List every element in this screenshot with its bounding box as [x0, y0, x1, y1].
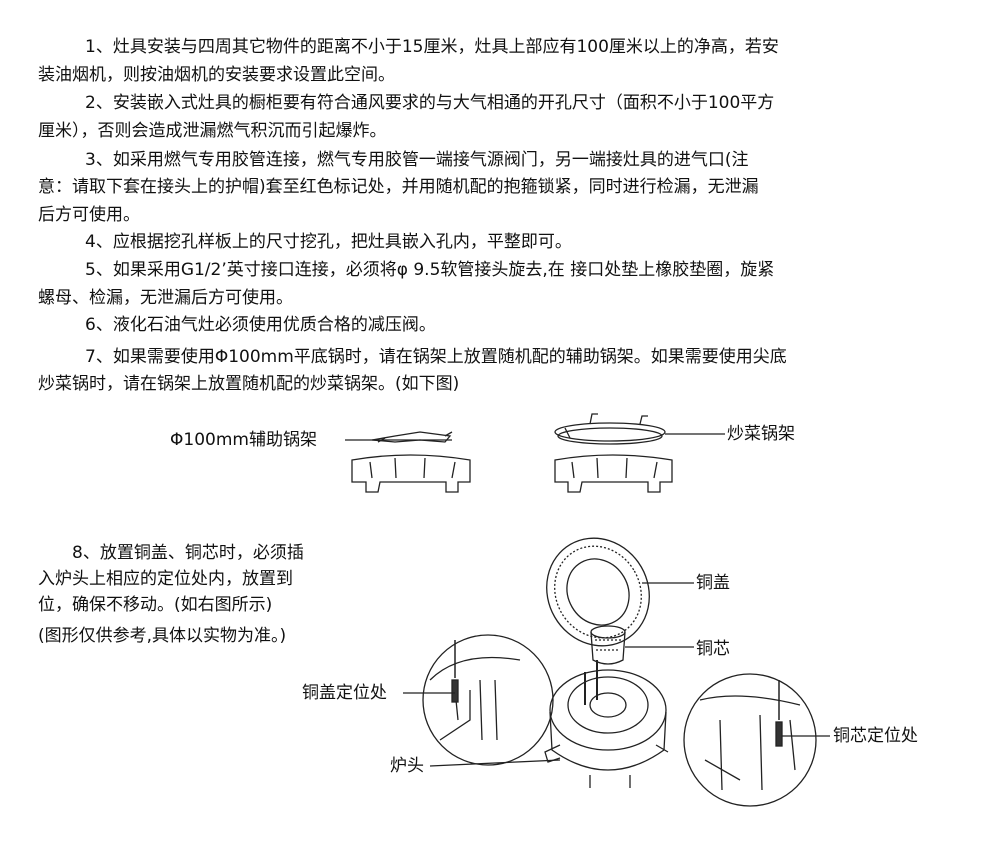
- core-locator-detail: [683, 673, 817, 807]
- burner-rack-left: [351, 454, 471, 493]
- section8-line-3: 位，确保不移动。(如右图所示): [38, 595, 273, 615]
- cap-locator-label: 铜盖定位处: [302, 683, 387, 703]
- section8-line-1: 8、放置铜盖、铜芯时，必须插: [72, 543, 304, 563]
- para-1-line-1: 1、灶具安装与四周其它物件的距离不小于15厘米，灶具上部应有100厘米以上的净高…: [85, 37, 779, 57]
- para-1-line-2: 装油烟机，则按油烟机的安装要求设置此空间。: [38, 65, 395, 85]
- section8-line-2: 入炉头上相应的定位处内，放置到: [38, 569, 293, 589]
- wok-rack-label: 炒菜锅架: [727, 424, 795, 444]
- para-4-line-1: 4、应根据挖孔样板上的尺寸挖孔，把灶具嵌入孔内，平整即可。: [85, 232, 572, 252]
- para-2-line-2: 厘米），否则会造成泄漏燃气积沉而引起爆炸。: [38, 121, 387, 141]
- burner-head-label: 炉头: [390, 756, 424, 776]
- para-7-line-2: 炒菜锅时，请在锅架上放置随机配的炒菜锅架。(如下图): [38, 374, 460, 394]
- copper-core-drawing: [590, 625, 626, 665]
- para-5-line-2: 螺母、检漏，无泄漏后方可使用。: [38, 288, 293, 308]
- wok-rack-drawing: [554, 413, 666, 445]
- aux-rack-label: Φ100mm辅助锅架: [170, 430, 317, 450]
- para-5-line-1: 5、如果采用G1/2’英寸接口连接，必须将φ 9.5软管接头旋去,在 接口处垫上…: [85, 260, 775, 280]
- burner-rack-right: [554, 454, 673, 493]
- section8-line-4: (图形仅供参考,具体以实物为准。): [38, 626, 287, 646]
- burner-leader-line: [429, 759, 561, 767]
- cap-locator-detail: [422, 634, 554, 766]
- para-6-line-1: 6、液化石油气灶必须使用优质合格的减压阀。: [85, 315, 436, 335]
- copper-cap-drawing: [546, 537, 650, 647]
- para-3-line-2: 意：请取下套在接头上的护帽)套至红色标记处，并用随机配的抱箍锁紧，同时进行检漏，…: [38, 177, 759, 197]
- copper-core-label: 铜芯: [696, 639, 730, 659]
- core-locator-label: 铜芯定位处: [833, 726, 918, 746]
- para-7-line-1: 7、如果需要使用Φ100mm平底锅时，请在锅架上放置随机配的辅助锅架。如果需要使…: [85, 347, 787, 367]
- para-2-line-1: 2、安装嵌入式灶具的橱柜要有符合通风要求的与大气相通的开孔尺寸（面积不小于100…: [85, 93, 775, 113]
- para-3-line-3: 后方可使用。: [38, 205, 140, 225]
- copper-cap-label: 铜盖: [696, 573, 730, 593]
- burner-head-drawing: [544, 660, 669, 788]
- para-3-line-1: 3、如采用燃气专用胶管连接，燃气专用胶管一端接气源阀门，另一端接灶具的进气口(注: [85, 150, 749, 170]
